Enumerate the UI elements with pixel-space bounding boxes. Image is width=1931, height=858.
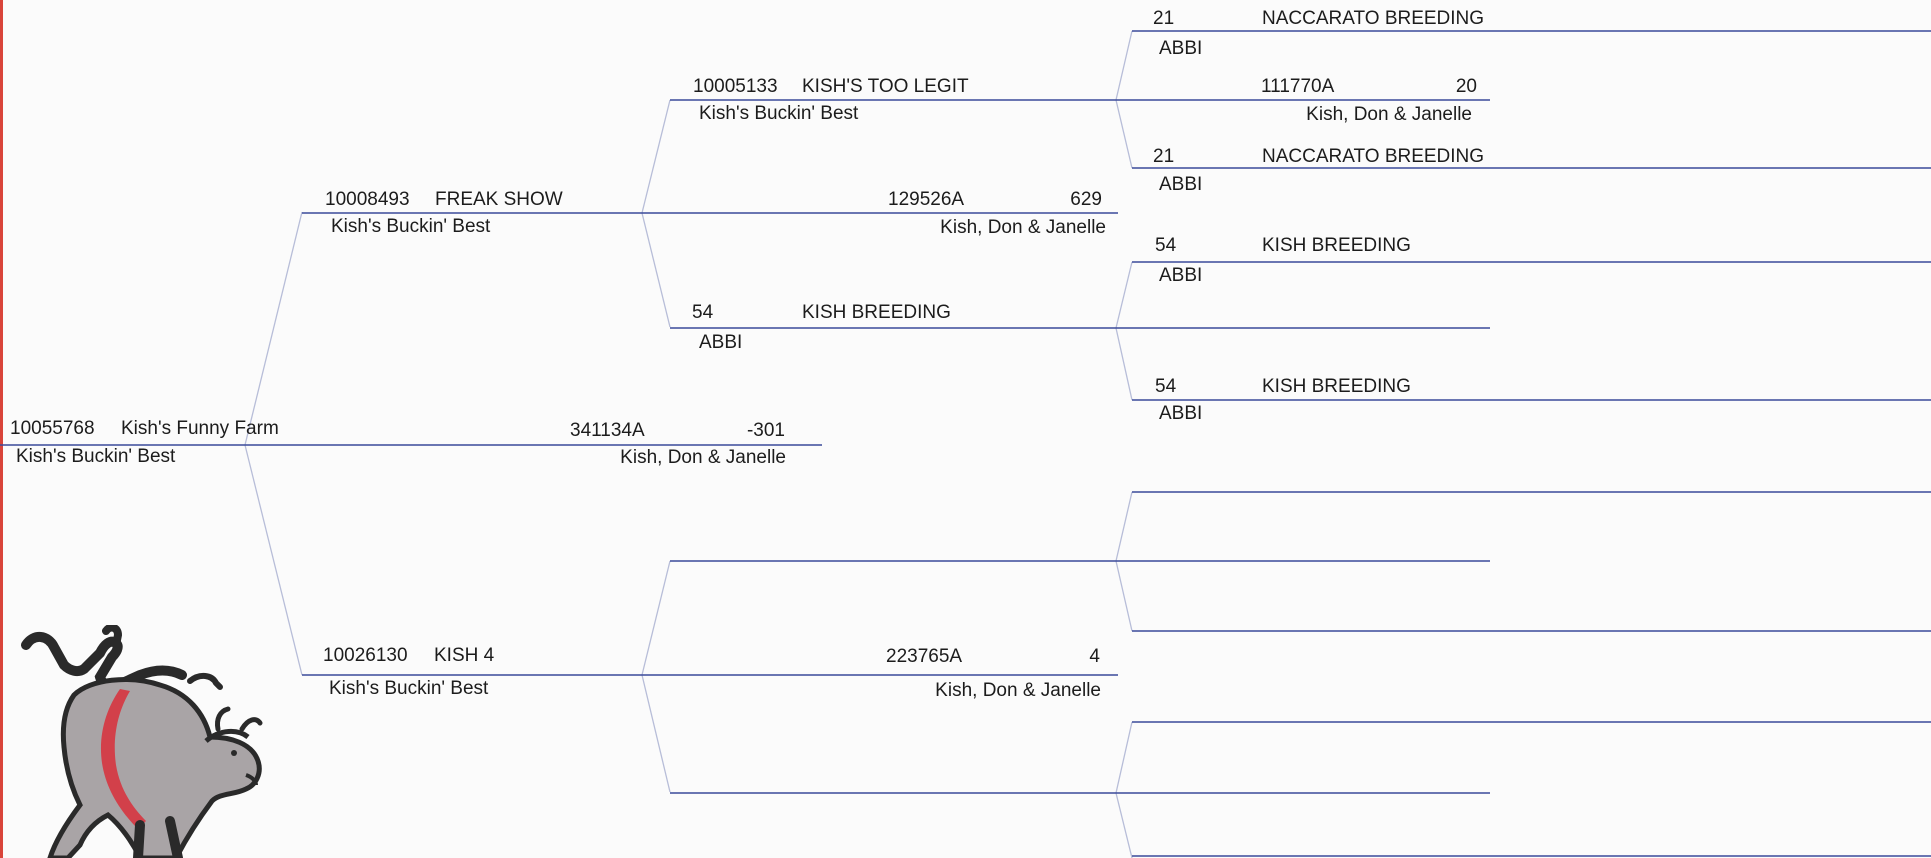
gen4-2-name: NACCARATO BREEDING	[1262, 146, 1485, 167]
dam-owner: Kish, Don & Janelle	[935, 680, 1101, 701]
gen4-4-name: KISH BREEDING	[1262, 376, 1411, 397]
sire-sire-tag: 111770A	[1261, 76, 1335, 97]
subject-name: Kish's Funny Farm	[121, 418, 279, 439]
sire-dam-breeder: ABBI	[699, 332, 743, 353]
gen4-1-reg: 21	[1153, 8, 1175, 29]
dam-reg: 10026130	[323, 645, 408, 666]
subject-breeder: Kish's Buckin' Best	[16, 446, 176, 467]
subject-tag: 341134A	[570, 420, 645, 441]
sire-breeder: Kish's Buckin' Best	[331, 216, 491, 237]
sire-sire-breeder: Kish's Buckin' Best	[699, 103, 859, 124]
gen4-4-breeder: ABBI	[1159, 403, 1203, 424]
sire-sire-reg: 10005133	[693, 76, 778, 97]
subject-reg: 10055768	[10, 418, 95, 439]
sire-sire-name: KISH'S TOO LEGIT	[802, 76, 969, 97]
sire-epd: 629	[1070, 189, 1102, 210]
subject-epd: -301	[746, 420, 785, 441]
sire-owner: Kish, Don & Janelle	[940, 217, 1106, 238]
sire-tag: 129526A	[888, 189, 965, 210]
dam-breeder: Kish's Buckin' Best	[329, 678, 489, 699]
sire-dam-name: KISH BREEDING	[802, 302, 951, 323]
dam-epd: 4	[1089, 646, 1100, 667]
gen4-1-breeder: ABBI	[1159, 38, 1203, 59]
sire-dam-reg: 54	[692, 302, 714, 323]
sire-name: FREAK SHOW	[435, 189, 563, 210]
bucking-bull-icon	[21, 625, 263, 858]
gen4-3-breeder: ABBI	[1159, 265, 1203, 286]
sire-sire-epd: 20	[1455, 76, 1477, 97]
subject-owner: Kish, Don & Janelle	[620, 447, 786, 468]
gen4-4-reg: 54	[1155, 376, 1177, 397]
gen4-3-name: KISH BREEDING	[1262, 235, 1411, 256]
sire-sire-owner: Kish, Don & Janelle	[1306, 104, 1472, 125]
connector-lines	[244, 30, 1133, 858]
dam-name: KISH 4	[434, 645, 495, 666]
gen4-2-reg: 21	[1153, 146, 1175, 167]
gen4-2-breeder: ABBI	[1159, 174, 1203, 195]
sire-reg: 10008493	[325, 189, 410, 210]
left-edge-bar	[0, 0, 3, 858]
gen4-1-name: NACCARATO BREEDING	[1262, 8, 1485, 29]
dam-tag: 223765A	[886, 646, 963, 667]
name-lines	[0, 30, 1931, 857]
gen4-3-reg: 54	[1155, 235, 1177, 256]
